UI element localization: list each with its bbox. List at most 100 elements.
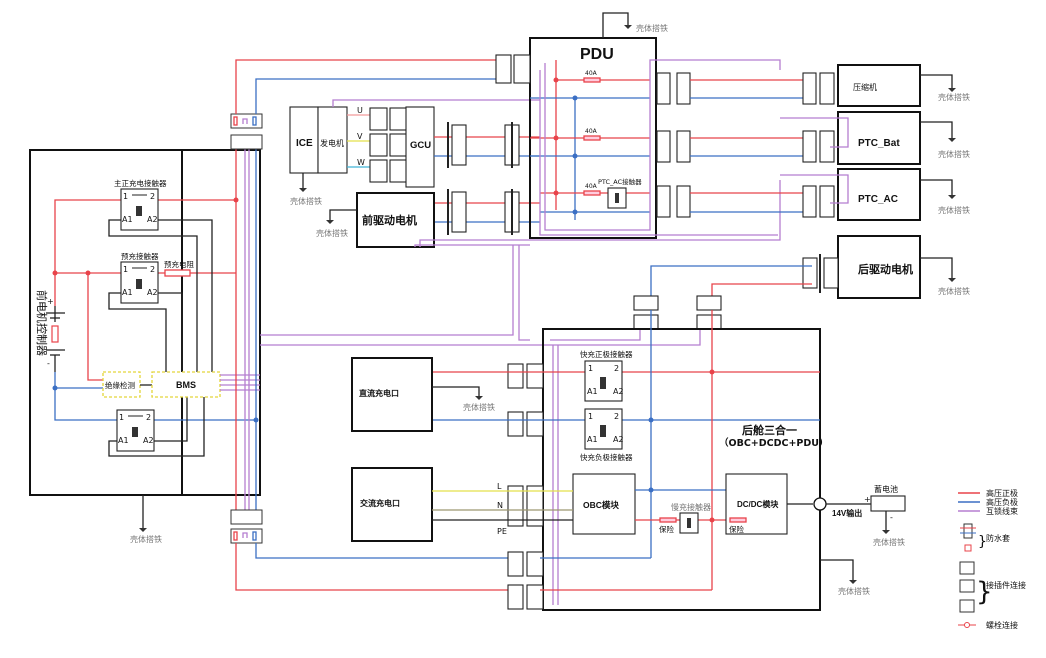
- insulation-monitor-box: [102, 371, 141, 398]
- main-harness: [230, 59, 510, 591]
- pdu-title: PDU: [580, 46, 614, 63]
- precharge-contactor: 预充接触器 1 2 A1 A2: [120, 251, 159, 304]
- svg-text:V: V: [357, 132, 363, 141]
- svg-text:壳体搭铁: 壳体搭铁: [938, 205, 970, 215]
- svg-text:W: W: [357, 158, 365, 167]
- svg-text:1: 1: [119, 413, 124, 422]
- slow-contactor-label: 慢充接触器: [671, 502, 711, 512]
- main-positive-contactor: 主正充电接触器 1 2 A1 A2: [114, 178, 167, 231]
- rear-unit-title: 后舱三合一: [742, 423, 797, 437]
- svg-text:壳体搭铁: 壳体搭铁: [316, 228, 348, 238]
- minus-sign: -: [47, 359, 50, 368]
- front-motor-box: [356, 192, 435, 248]
- output-14v-label: 14V输出: [832, 508, 862, 518]
- svg-text:U: U: [357, 106, 363, 115]
- plus-sign: +: [47, 297, 54, 306]
- svg-text:壳体搭铁: 壳体搭铁: [938, 149, 970, 159]
- svg-text:2: 2: [614, 412, 619, 421]
- svg-text:2: 2: [150, 265, 155, 274]
- legend-hv-positive: 高压正极: [986, 488, 1018, 498]
- rear-unit-subtitle: （OBC+DCDC+PDU）: [719, 437, 829, 449]
- battery-pack-symbol: + -: [46, 297, 65, 372]
- ptc-bat-label: PTC_Bat: [858, 138, 900, 149]
- svg-text:N: N: [497, 501, 503, 510]
- ptc-ac-label: PTC_AC: [858, 194, 898, 205]
- legend-bolt: 螺栓连接: [986, 620, 1018, 630]
- rear-motor-label: 后驱动电机: [858, 262, 913, 276]
- compressor-label: 压缩机: [853, 82, 877, 92]
- rear-motor: 后驱动电机 壳体搭铁: [633, 235, 970, 330]
- bms-label: BMS: [176, 380, 196, 390]
- fuse-b-label: 保险: [729, 524, 744, 534]
- obc-label: OBC模块: [583, 500, 619, 510]
- svg-text:壳体搭铁: 壳体搭铁: [636, 23, 668, 33]
- svg-text:壳体搭铁: 壳体搭铁: [463, 402, 495, 412]
- svg-text:A1: A1: [122, 288, 133, 297]
- ice-label: ICE: [296, 138, 313, 149]
- fast-neg-contactor-label: 快充负极接触器: [580, 452, 633, 462]
- svg-text:预充接触器: 预充接触器: [121, 251, 159, 261]
- ground-front-controller: 壳体搭铁: [130, 495, 162, 544]
- main-negative-contactor: 1 2 A1 A2: [116, 409, 155, 452]
- legend-waterproof: 防水套: [986, 533, 1010, 543]
- gcu-label: GCU: [410, 140, 431, 151]
- ac-charge-port: 交流充电口 L N PE: [351, 467, 573, 542]
- svg-text:壳体搭铁: 壳体搭铁: [873, 537, 905, 547]
- svg-text:A2: A2: [147, 288, 158, 297]
- svg-text:A1: A1: [587, 435, 598, 444]
- svg-text:A1: A1: [122, 215, 133, 224]
- svg-text:A1: A1: [118, 436, 129, 445]
- svg-text:}: }: [978, 534, 987, 550]
- insulation-monitor-label: 绝缘检测: [105, 380, 135, 390]
- dc-charge-port-label: 直流充电口: [359, 388, 399, 398]
- svg-text:A2: A2: [613, 435, 624, 444]
- fuse-3-label: 40A: [585, 183, 598, 190]
- legend-connector: 接插件连接: [986, 580, 1026, 590]
- svg-text:壳体搭铁: 壳体搭铁: [290, 196, 322, 206]
- front-controller-label: 前电机控制器: [35, 290, 49, 356]
- precharge-resistor: 预充电阻: [164, 259, 194, 277]
- gcu-front-motor-connections: 前驱动电机 壳体搭铁: [316, 122, 781, 248]
- svg-text:-: -: [890, 513, 893, 522]
- svg-text:A2: A2: [147, 215, 158, 224]
- front-motor-label: 前驱动电机: [362, 213, 417, 227]
- svg-text:壳体搭铁: 壳体搭铁: [938, 92, 970, 102]
- fast-pos-contactor-label: 快充正极接触器: [580, 349, 633, 359]
- svg-text:2: 2: [150, 192, 155, 201]
- svg-text:1: 1: [588, 364, 593, 373]
- loads: 压缩机 壳体搭铁 PTC_Bat 壳体搭铁 PTC_AC 壳体搭铁: [780, 64, 970, 221]
- ac-charge-port-label: 交流充电口: [360, 498, 400, 508]
- svg-text:A2: A2: [613, 387, 624, 396]
- legend-interlock: 互锁线束: [986, 506, 1018, 516]
- svg-text:壳体搭铁: 壳体搭铁: [838, 586, 870, 596]
- svg-text:A2: A2: [143, 436, 154, 445]
- battery-12v: 蓄电池 + - 壳体搭铁: [864, 484, 906, 547]
- bms-box: [151, 371, 221, 398]
- battery-12v-label: 蓄电池: [874, 484, 898, 494]
- legend: 高压正极 高压负极 互锁线束 } 防水套 } 接插件连接 螺栓连接: [958, 488, 1026, 630]
- rear-three-in-one: 后舱三合一 （OBC+DCDC+PDU） 快充正极接触器 1 2 A1 A2 1…: [432, 310, 871, 611]
- svg-text:2: 2: [614, 364, 619, 373]
- svg-text:预充电阻: 预充电阻: [164, 259, 194, 269]
- svg-text:PE: PE: [497, 527, 507, 536]
- svg-text:2: 2: [146, 413, 151, 422]
- ptc-ac-contactor-label: PTC_AC接触器: [598, 177, 642, 186]
- dcdc-label: DC/DC模块: [737, 499, 779, 509]
- pdu: PDU 壳体搭铁 40A 40A 40A PTC_AC接触器: [495, 12, 803, 239]
- svg-text:主正充电接触器: 主正充电接触器: [114, 178, 167, 188]
- fuse-2-label: 40A: [585, 128, 598, 135]
- svg-text:}: }: [976, 577, 993, 607]
- front-controller: 前电机控制器 + - 主正充电接触器: [29, 149, 261, 496]
- fuse-a-label: 保险: [659, 524, 674, 534]
- interlock-loops: [260, 245, 701, 346]
- legend-hv-negative: 高压负极: [986, 497, 1018, 507]
- fuse-1-label: 40A: [585, 70, 598, 77]
- svg-text:壳体搭铁: 壳体搭铁: [130, 534, 162, 544]
- generator-label: 发电机: [320, 138, 344, 148]
- svg-text:A1: A1: [587, 387, 598, 396]
- svg-text:L: L: [497, 482, 502, 491]
- svg-text:壳体搭铁: 壳体搭铁: [938, 286, 970, 296]
- ice-generator: ICE 发电机 壳体搭铁 U V W GCU: [289, 99, 540, 206]
- dc-charge-port: 直流充电口 壳体搭铁: [351, 357, 495, 432]
